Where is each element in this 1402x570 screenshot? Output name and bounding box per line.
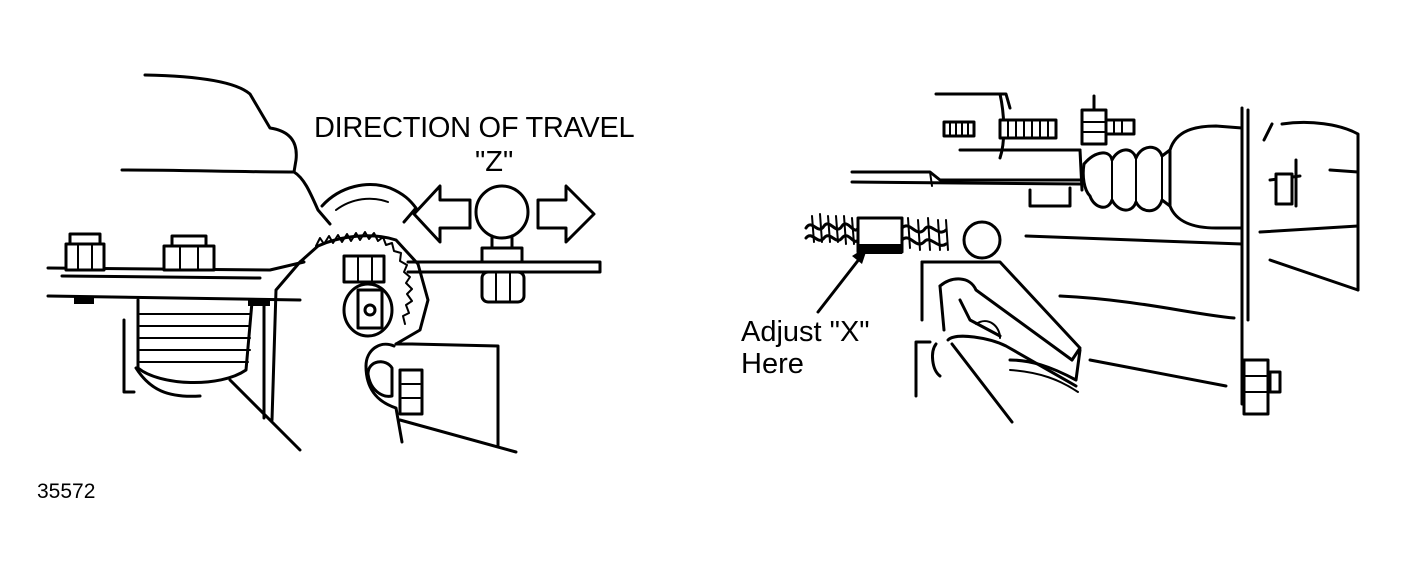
left-nut-2 xyxy=(162,234,216,272)
direction-z-label: "Z" xyxy=(475,146,514,178)
left-view xyxy=(46,73,602,454)
bracket-arm xyxy=(914,260,1082,424)
top-threaded-rod xyxy=(942,94,1136,146)
right-view xyxy=(804,92,1360,424)
bellows-boot xyxy=(1081,145,1172,213)
ball-stud xyxy=(474,184,530,304)
gear-lever xyxy=(270,231,430,422)
adjust-here-label: Here xyxy=(741,348,804,380)
arrow-right-icon xyxy=(536,184,596,244)
figure-number: 35572 xyxy=(37,480,96,503)
direction-of-travel-label: DIRECTION OF TRAVEL xyxy=(314,112,635,144)
arrow-left-icon xyxy=(412,184,472,244)
adjust-x-label: Adjust "X" xyxy=(741,316,870,348)
adjuster-spring xyxy=(804,213,1002,260)
leader-arrow xyxy=(816,246,868,314)
threaded-barrel xyxy=(136,298,254,385)
left-nut-1 xyxy=(64,232,106,272)
